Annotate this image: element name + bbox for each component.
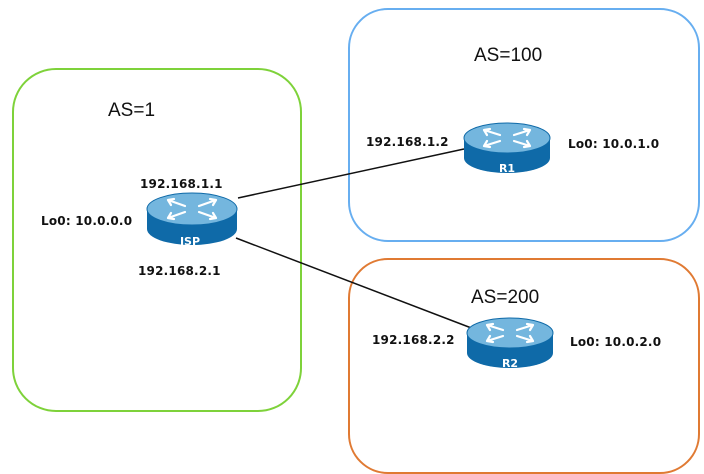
r2-loopback: Lo0: 10.0.2.0 [570, 335, 662, 349]
r2-interface-ip: 192.168.2.2 [372, 333, 455, 347]
isp-interface-2-ip: 192.168.2.1 [138, 264, 221, 278]
link-isp-r2 [235, 237, 475, 330]
isp-interface-1-ip: 192.168.1.1 [140, 177, 223, 191]
as100-title: AS=100 [474, 45, 543, 66]
router-isp [146, 192, 238, 245]
router-icon [146, 192, 238, 245]
router-icon [463, 122, 551, 173]
r2-router-name: R2 [501, 357, 519, 370]
link-isp-r1 [237, 148, 465, 199]
r1-interface-ip: 192.168.1.2 [366, 135, 449, 149]
router-icon [466, 317, 554, 368]
zone-as1 [12, 68, 302, 412]
as1-title: AS=1 [108, 100, 156, 121]
router-r1 [463, 122, 551, 173]
r1-router-name: R1 [498, 162, 516, 175]
network-diagram: AS=1 AS=100 AS=200 192.168.1.1 192.168.2… [12, 8, 700, 474]
as200-title: AS=200 [471, 287, 540, 308]
isp-loopback: Lo0: 10.0.0.0 [41, 214, 133, 228]
r1-loopback: Lo0: 10.0.1.0 [568, 137, 660, 151]
zone-as100 [348, 8, 700, 242]
isp-router-name: ISP [179, 235, 201, 248]
router-r2 [466, 317, 554, 368]
diagram-canvas [146, 122, 554, 368]
